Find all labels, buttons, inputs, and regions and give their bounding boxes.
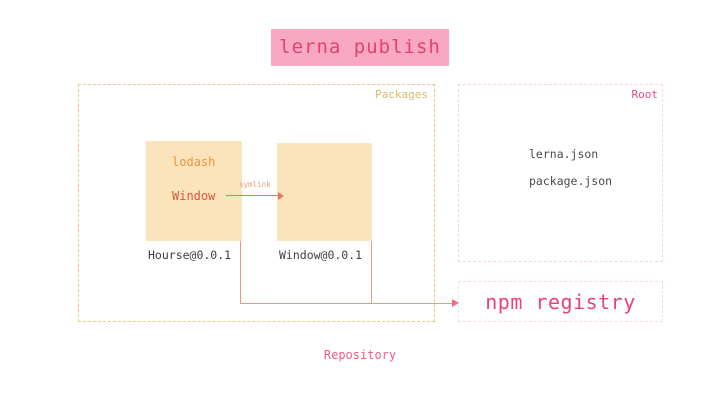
root-file-package-json: package.json (529, 174, 613, 188)
root-file-lerna-json: lerna.json (529, 147, 599, 161)
npm-registry-label: npm registry (485, 289, 636, 314)
package-label-window: Window@0.0.1 (279, 248, 363, 262)
root-label: Root (631, 88, 659, 101)
repository-caption: Repository (323, 348, 397, 362)
publish-arrow-head-icon (452, 299, 459, 307)
symlink-label: symlink (239, 180, 271, 189)
dependency-lodash: lodash (172, 155, 216, 169)
dependency-window: Window (172, 189, 216, 203)
symlink-arrow-head-icon (278, 191, 284, 200)
publish-arrow-vertical-right (371, 241, 373, 303)
root-container: Root lerna.json package.json (458, 84, 663, 262)
packages-label: Packages (375, 88, 428, 101)
publish-arrow-horizontal (240, 302, 456, 304)
package-box-hourse: lodash Window (146, 141, 242, 241)
npm-registry-container: npm registry (458, 281, 663, 322)
page-title: lerna publish (279, 36, 441, 58)
publish-arrow-vertical-left (240, 241, 242, 303)
packages-container: Packages (78, 84, 435, 322)
package-box-window (277, 143, 372, 241)
package-label-hourse: Hourse@0.0.1 (148, 248, 232, 262)
title-banner: lerna publish (271, 29, 449, 66)
root-file-list: lerna.json package.json (529, 147, 612, 188)
symlink-arrow-line (226, 195, 280, 197)
